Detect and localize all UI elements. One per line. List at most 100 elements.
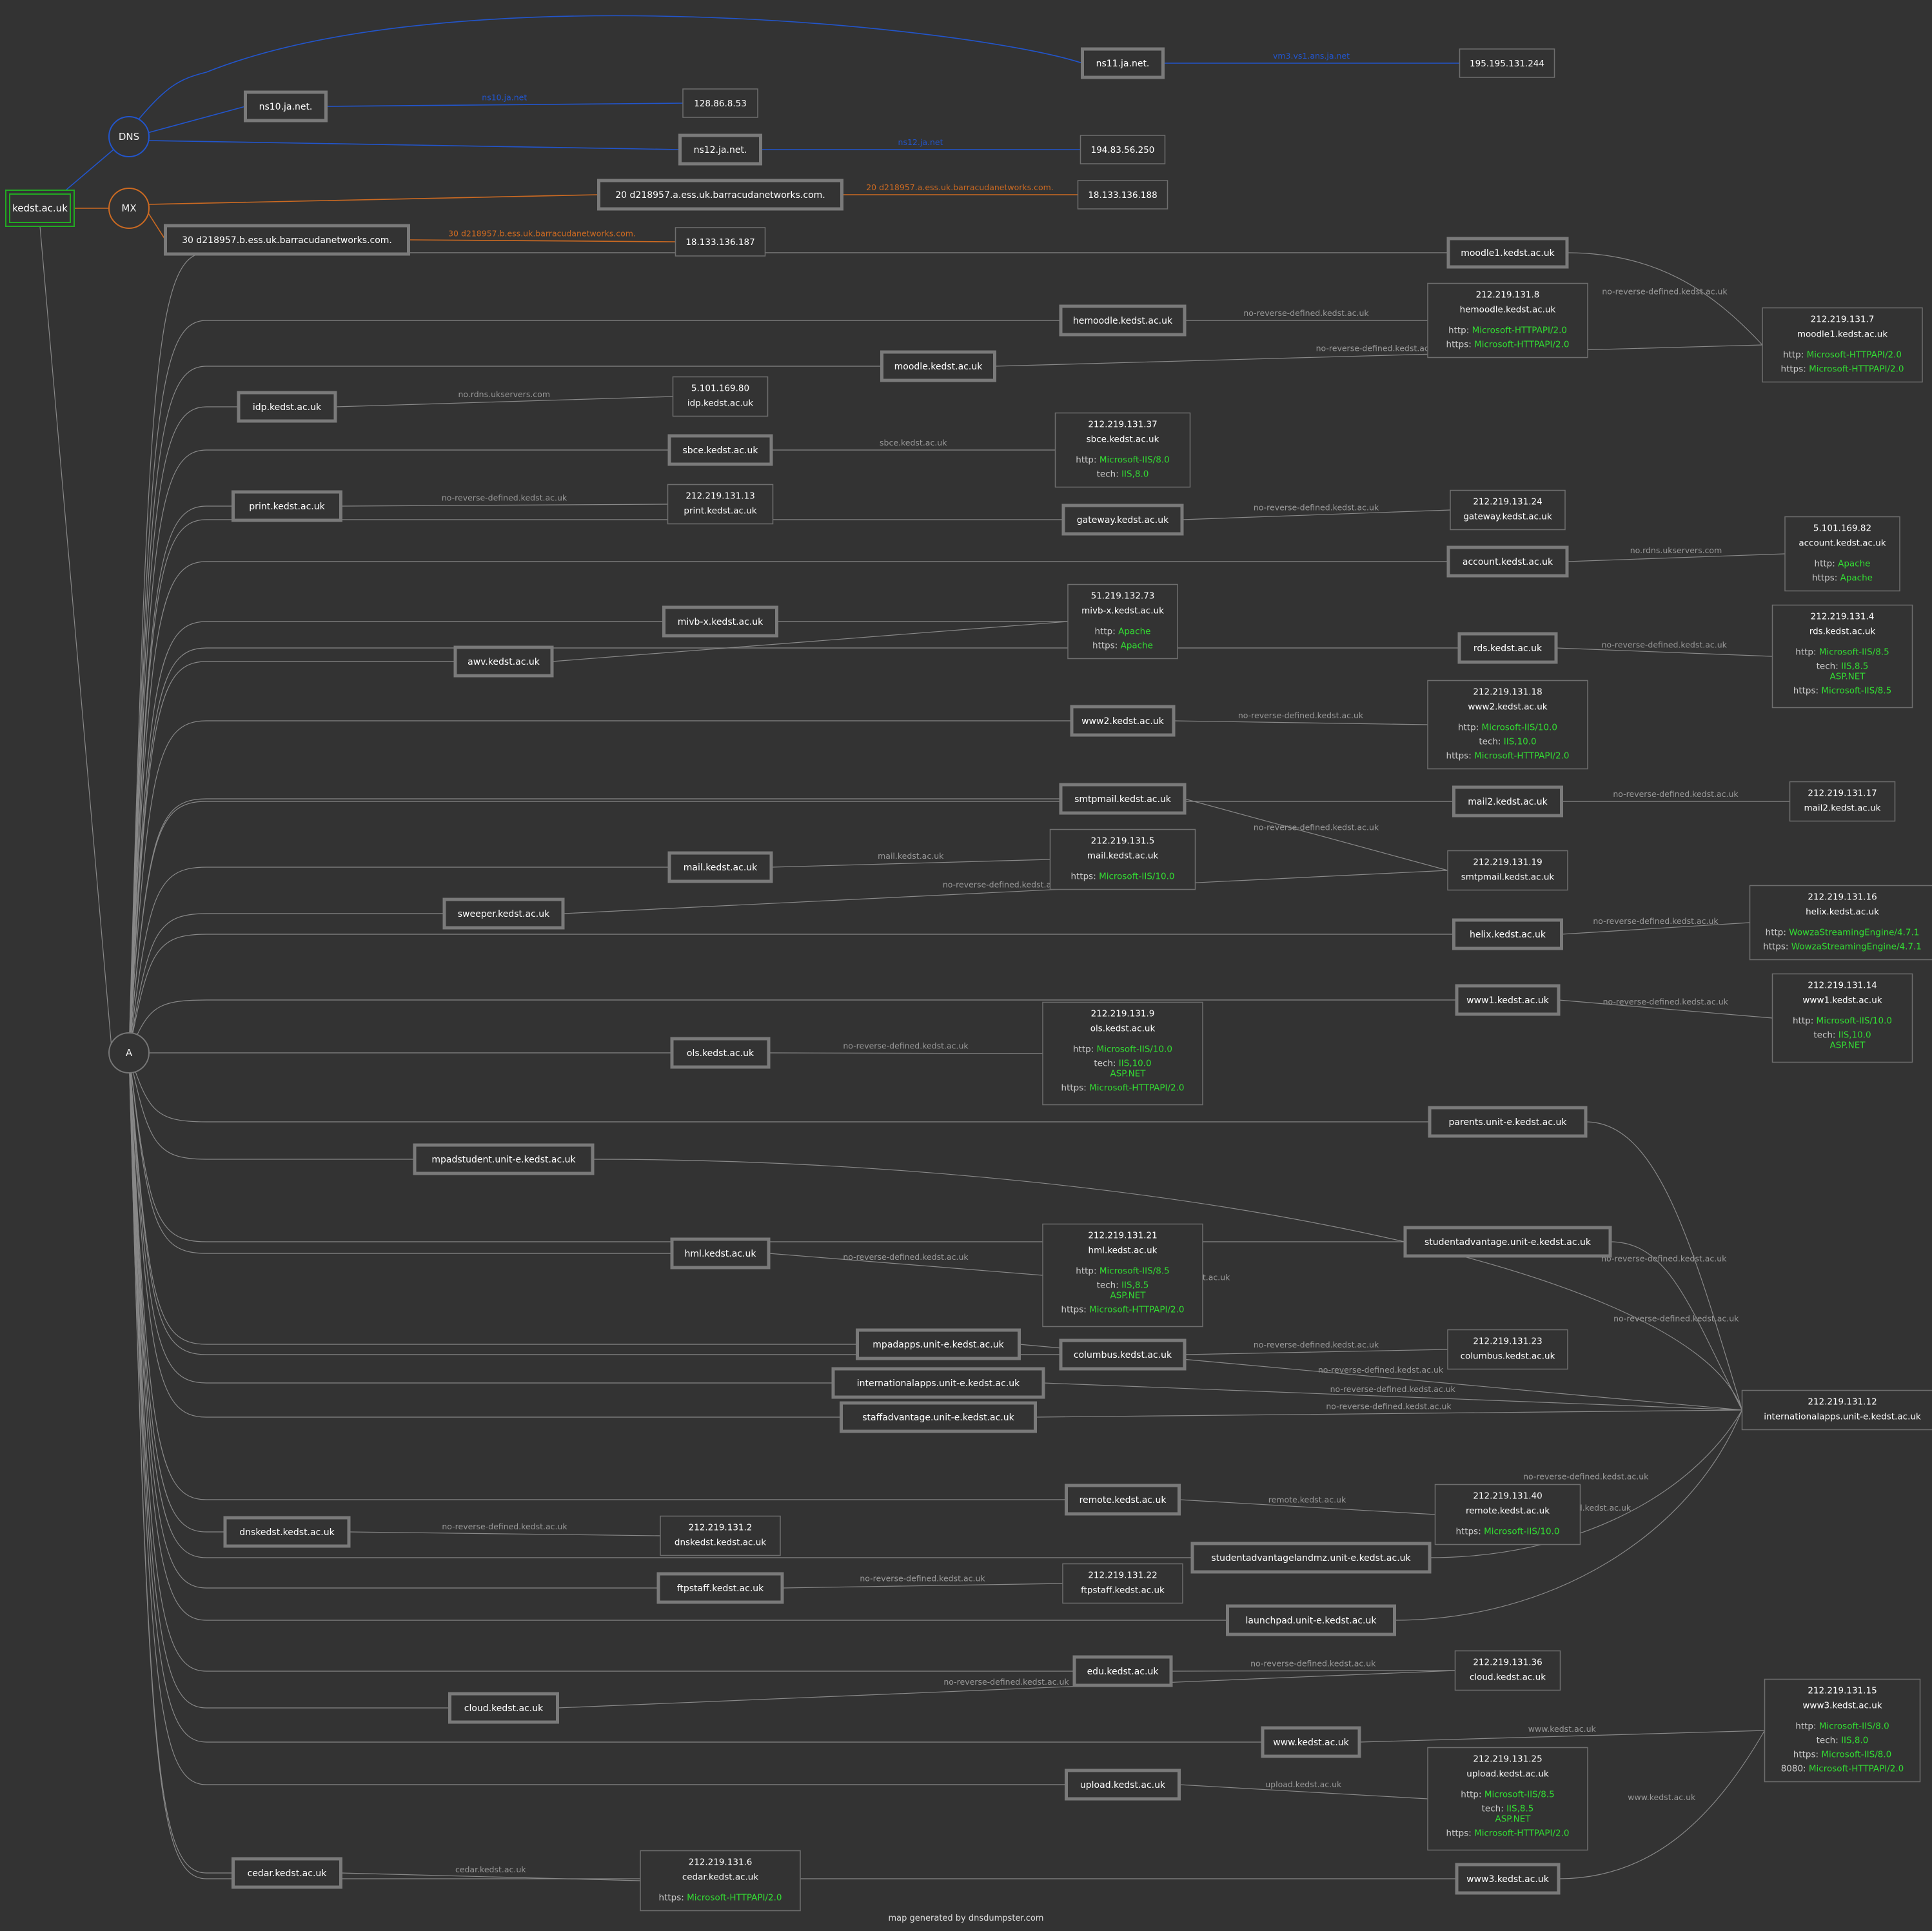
host-label: sweeper.kedst.ac.uk xyxy=(458,909,550,919)
host-node-www[interactable] xyxy=(1261,1726,1361,1758)
host-node-gateway[interactable] xyxy=(1061,504,1184,536)
ip-node-ip_account[interactable] xyxy=(1784,516,1900,592)
host-node-awv[interactable] xyxy=(453,645,554,678)
ip-node-ip_remote[interactable] xyxy=(1434,1484,1581,1545)
ip-node-ip_mivb[interactable] xyxy=(1067,583,1178,660)
host-node-ftpstaff[interactable] xyxy=(656,1572,784,1604)
ip-node-ip_print[interactable] xyxy=(667,484,774,525)
service-row: tech: IIS,8.5 xyxy=(1817,662,1869,672)
host-node-staffadvantage[interactable] xyxy=(840,1401,1037,1433)
host-node-hml[interactable] xyxy=(670,1237,771,1269)
host-node-ns10[interactable] xyxy=(244,90,328,123)
group-node-a[interactable] xyxy=(108,1032,150,1073)
ip-node-ip_ns10[interactable] xyxy=(682,88,758,118)
service-value: Apache xyxy=(1838,559,1870,569)
edge-a-sbce xyxy=(128,449,669,1054)
ip-node-ip_helix[interactable] xyxy=(1749,885,1932,961)
host-node-mail[interactable] xyxy=(667,851,773,883)
service-extra: ASP.NET xyxy=(1495,1814,1531,1825)
host-node-rds[interactable] xyxy=(1457,632,1558,664)
host-node-hemoodle[interactable] xyxy=(1059,304,1187,337)
ip-node-ip_ns11[interactable] xyxy=(1459,48,1555,78)
host-node-account[interactable] xyxy=(1446,545,1569,578)
host-node-helix[interactable] xyxy=(1452,918,1563,950)
ip-node-ip_ftpstaff[interactable] xyxy=(1062,1563,1183,1604)
host-node-studentadvantagelandmz[interactable] xyxy=(1190,1542,1432,1574)
ip-node-ip_upload[interactable] xyxy=(1427,1747,1588,1851)
ip-node-ip_ns12[interactable] xyxy=(1079,135,1166,164)
host-label: parents.unit-e.kedst.ac.uk xyxy=(1449,1117,1568,1128)
service-key: https: xyxy=(1455,1527,1484,1537)
host-node-launchpad[interactable] xyxy=(1226,1604,1396,1636)
host-node-mpadstudent[interactable] xyxy=(413,1143,595,1175)
host-node-www2[interactable] xyxy=(1070,705,1176,737)
ip-node-ip_columbus[interactable] xyxy=(1447,1329,1568,1370)
ip-node-ip_www2[interactable] xyxy=(1427,680,1588,770)
ip-node-ip_mx30[interactable] xyxy=(675,227,766,257)
host-node-edu[interactable] xyxy=(1072,1655,1173,1687)
group-node-dns[interactable] xyxy=(108,116,150,157)
ip-node-ip_smtpmail[interactable] xyxy=(1447,850,1568,891)
host-node-ols[interactable] xyxy=(670,1037,771,1069)
ip-hostname: ftpstaff.kedst.ac.uk xyxy=(1081,1585,1165,1596)
host-node-ns11[interactable] xyxy=(1081,47,1165,79)
host-label: studentadvantage.unit-e.kedst.ac.uk xyxy=(1424,1237,1592,1248)
edge-a-rds xyxy=(128,647,1459,1054)
host-node-dnskedst[interactable] xyxy=(223,1516,351,1548)
ip-node-ip_hemoodle[interactable] xyxy=(1427,282,1588,358)
host-node-internationalapps[interactable] xyxy=(831,1367,1045,1399)
host-node-parents[interactable] xyxy=(1428,1106,1588,1138)
ip-node-ip_www3[interactable] xyxy=(1764,1678,1921,1783)
ip-node-ip_rds[interactable] xyxy=(1771,604,1913,709)
host-node-www3[interactable] xyxy=(1455,1863,1561,1895)
ip-node-ip_sbce[interactable] xyxy=(1054,412,1191,488)
ip-node-ip_ols[interactable] xyxy=(1042,1001,1203,1106)
service-value: Microsoft-IIS/8.5 xyxy=(1099,1266,1170,1277)
host-node-mx20[interactable] xyxy=(597,179,843,211)
host-label: dnskedst.kedst.ac.uk xyxy=(239,1527,335,1538)
ip-node-ip_intl[interactable] xyxy=(1741,1389,1932,1431)
host-node-remote[interactable] xyxy=(1065,1484,1181,1516)
ip-node-ip_mail[interactable] xyxy=(1049,828,1196,890)
host-node-smtpmail[interactable] xyxy=(1059,783,1187,815)
service-value: Microsoft-HTTPAPI/2.0 xyxy=(1472,326,1567,336)
ip-node-ip_dnskedst[interactable] xyxy=(660,1515,781,1556)
ip-node-ip_cloud[interactable] xyxy=(1454,1650,1561,1691)
service-key: tech: xyxy=(1094,1059,1118,1069)
host-node-ns12[interactable] xyxy=(678,133,762,166)
host-node-cloud[interactable] xyxy=(448,1692,559,1724)
host-node-mail2[interactable] xyxy=(1452,785,1563,818)
ip-node-ip_hml[interactable] xyxy=(1042,1223,1203,1328)
ip-node-ip_mail2[interactable] xyxy=(1789,781,1896,822)
host-node-mx30[interactable] xyxy=(164,224,410,256)
host-node-columbus[interactable] xyxy=(1059,1338,1187,1371)
host-node-studentadvantage[interactable] xyxy=(1403,1226,1612,1258)
edge-label: no-reverse-defined.kedst.ac.uk xyxy=(1613,789,1739,799)
host-node-moodle[interactable] xyxy=(880,350,996,382)
ip-node-ip_cedar[interactable] xyxy=(640,1850,801,1912)
ip-node-ip_gateway[interactable] xyxy=(1450,489,1566,531)
host-node-print[interactable] xyxy=(232,490,342,522)
ip-node-ip_moodle1[interactable] xyxy=(1762,307,1923,383)
host-node-upload[interactable] xyxy=(1065,1769,1181,1801)
service-value: Microsoft-HTTPAPI/2.0 xyxy=(687,1893,782,1903)
ip-node-ip_idp[interactable] xyxy=(672,376,769,417)
edge-label: no.rdns.ukservers.com xyxy=(458,389,551,399)
edge-root-dns xyxy=(65,149,114,191)
ip-address: 212.219.131.40 xyxy=(1473,1491,1542,1502)
edge-link-staffadvantage xyxy=(1035,1409,1742,1418)
edge-link-www1 xyxy=(1558,999,1773,1019)
host-node-www1[interactable] xyxy=(1455,984,1561,1016)
ip-hostname: gateway.kedst.ac.uk xyxy=(1463,512,1552,522)
group-node-mx[interactable] xyxy=(108,188,150,229)
host-node-sbce[interactable] xyxy=(667,434,773,466)
host-node-idp[interactable] xyxy=(237,391,337,423)
host-node-mivb[interactable] xyxy=(662,605,778,638)
host-node-sweeper[interactable] xyxy=(442,897,565,930)
host-node-moodle1[interactable] xyxy=(1446,237,1569,269)
ip-node-ip_www1[interactable] xyxy=(1771,973,1913,1063)
ip-node-ip_mx20[interactable] xyxy=(1077,180,1168,210)
host-node-mpadapps[interactable] xyxy=(856,1328,1021,1360)
host-node-cedar[interactable] xyxy=(232,1857,342,1889)
